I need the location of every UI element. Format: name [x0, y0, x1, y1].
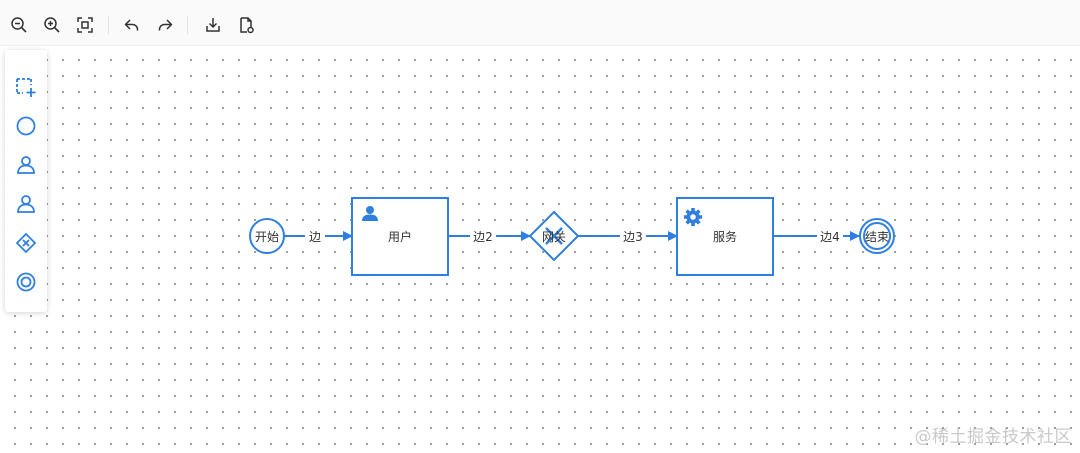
zoom-in-icon[interactable] [41, 14, 63, 36]
fit-view-icon[interactable] [74, 14, 96, 36]
zoom-out-icon[interactable] [8, 14, 30, 36]
edge-1-label: 边 [309, 230, 321, 244]
start-event-label: 开始 [255, 230, 279, 244]
service-task-label: 服务 [713, 229, 737, 244]
end-event-icon[interactable] [14, 270, 38, 294]
user-icon [362, 206, 378, 221]
export-file-icon[interactable] [235, 14, 257, 36]
gateway-node[interactable]: 网关 [528, 210, 580, 262]
download-icon[interactable] [202, 14, 224, 36]
user-task-icon[interactable] [14, 153, 38, 177]
edge-1[interactable]: 边 [284, 227, 353, 245]
edge-3[interactable]: 边3 [578, 227, 678, 245]
undo-icon[interactable] [121, 14, 143, 36]
end-event-label: 结束 [865, 230, 889, 244]
toolbar [0, 0, 1080, 46]
start-event-node[interactable]: 开始 [249, 218, 285, 254]
edge-4-label: 边4 [820, 230, 840, 244]
watermark: @稀土掘金技术社区 [914, 427, 1072, 447]
edge-3-label: 边3 [623, 230, 643, 244]
gateway-label: 网关 [542, 230, 566, 244]
node-palette [5, 50, 47, 312]
gear-icon [684, 208, 702, 226]
end-event-node[interactable]: 结束 [859, 218, 895, 254]
diagram-canvas[interactable] [0, 46, 1080, 453]
user-task-label: 用户 [388, 229, 412, 244]
service-task-icon[interactable] [14, 192, 38, 216]
edge-2[interactable]: 边2 [448, 227, 531, 245]
edge-4[interactable]: 边4 [773, 227, 860, 245]
user-task-node[interactable]: 用户 [351, 197, 449, 276]
service-task-node[interactable]: 服务 [676, 197, 774, 276]
selection-icon[interactable] [14, 76, 38, 100]
gateway-icon[interactable] [14, 231, 38, 255]
redo-icon[interactable] [154, 14, 176, 36]
edge-2-label: 边2 [473, 230, 493, 244]
start-event-icon[interactable] [14, 114, 38, 138]
